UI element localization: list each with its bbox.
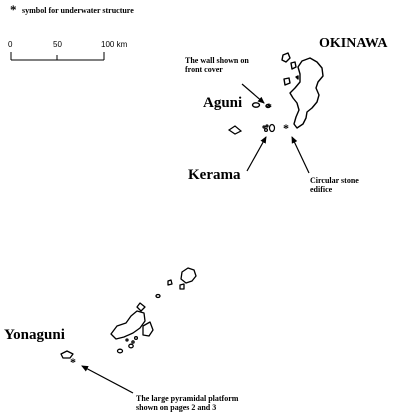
- kerama-arrow: [246, 136, 267, 172]
- circular-arrow: [291, 136, 310, 174]
- southern-islands: [60, 267, 197, 359]
- wall-annotation-line-2: front cover: [185, 65, 223, 74]
- pyramid-annotation-line-1: The large pyramidal platform: [136, 394, 239, 403]
- scale-tick-0: 0: [8, 40, 13, 49]
- pyramid-marker: *: [70, 355, 76, 369]
- okinawa-label: OKINAWA: [319, 36, 388, 51]
- scale-tick-100: 100 km: [101, 40, 128, 49]
- legend-symbol: *: [10, 2, 17, 17]
- wall-annotation-line-1: The wall shown on: [185, 56, 249, 65]
- yonaguni-label: Yonaguni: [4, 327, 65, 343]
- kerama-islands: [227, 123, 276, 135]
- wall-marker: *: [266, 100, 272, 114]
- kerama-label: Kerama: [188, 167, 241, 183]
- wall-annotation: The wall shown on front cover: [185, 56, 249, 74]
- annotation-arrows: [81, 83, 310, 394]
- pyramid-annotation: The large pyramidal platform shown on pa…: [136, 394, 238, 412]
- circular-annotation-line-1: Circular stone: [310, 176, 359, 185]
- aguni-island: [251, 102, 271, 109]
- aguni-label: Aguni: [203, 95, 243, 111]
- okinawa-island: [281, 52, 324, 129]
- pyramid-annotation-line-2: shown on pages 2 and 3: [136, 403, 217, 412]
- circular-marker: *: [283, 121, 289, 135]
- circular-annotation-line-2: edifice: [310, 185, 333, 194]
- scale-tick-50: 50: [53, 40, 62, 49]
- legend-text: symbol for underwater structure: [22, 6, 134, 15]
- scale-bar: [10, 52, 105, 61]
- circular-annotation: Circular stone edifice: [310, 176, 359, 194]
- wall-arrow: [241, 83, 265, 104]
- pyramid-arrow: [81, 365, 134, 394]
